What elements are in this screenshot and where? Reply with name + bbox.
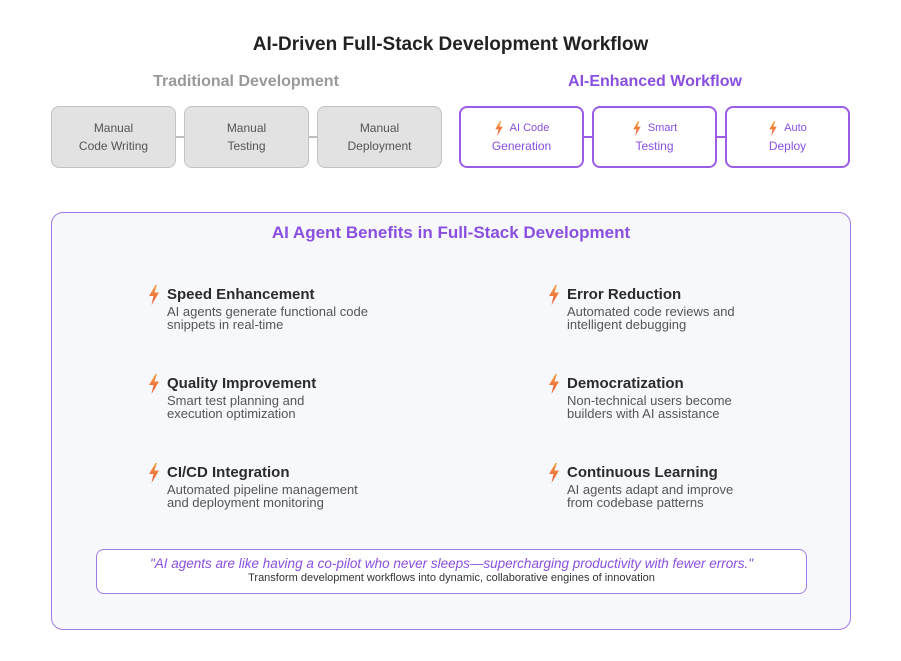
benefit-desc-line: Smart test planning and	[167, 393, 305, 408]
step-line2: Generation	[491, 139, 552, 153]
benefit-desc-line: snippets in real-time	[167, 317, 284, 332]
step-line1: Auto	[784, 122, 807, 134]
lightning-bolt-icon	[548, 285, 560, 305]
lightning-bolt-icon	[148, 285, 160, 305]
benefit-title: Continuous Learning	[567, 464, 718, 481]
benefit-title: Speed Enhancement	[167, 286, 315, 303]
benefit-desc-line: execution optimization	[167, 406, 296, 421]
benefits-heading: AI Agent Benefits in Full-Stack Developm…	[271, 223, 631, 242]
lightning-bolt-icon	[148, 463, 160, 483]
benefit-description: Automated pipeline management and deploy…	[167, 483, 427, 509]
ai-workflow-connector	[584, 136, 594, 138]
benefit-description: Non-technical users become builders with…	[567, 394, 827, 420]
step-line2: Deploy	[768, 139, 807, 153]
step-line1: Manual	[93, 121, 134, 135]
benefit-title: Quality Improvement	[167, 375, 317, 392]
benefit-desc-line: builders with AI assistance	[567, 406, 720, 421]
lightning-bolt-icon	[768, 121, 778, 136]
traditional-step-code-writing: Manual Code Writing	[51, 106, 176, 168]
traditional-step-testing: Manual Testing	[184, 106, 309, 168]
quote-subtitle: Transform development workflows into dyn…	[248, 572, 655, 584]
ai-workflow-heading: AI-Enhanced Workflow	[568, 73, 742, 90]
ai-workflow-connector	[717, 136, 727, 138]
benefit-description: AI agents adapt and improve from codebas…	[567, 483, 827, 509]
lightning-bolt-icon	[494, 121, 504, 136]
benefit-description: AI agents generate functional code snipp…	[167, 305, 427, 331]
page-title: AI-Driven Full-Stack Development Workflo…	[252, 34, 649, 55]
step-line1: Manual	[226, 121, 267, 135]
ai-step-code-generation: AI Code Generation	[459, 106, 584, 168]
benefit-desc-line: AI agents generate functional code	[167, 304, 368, 319]
traditional-connector	[308, 136, 318, 138]
benefit-description: Automated code reviews and intelligent d…	[567, 305, 827, 331]
step-line2: Testing	[635, 139, 674, 153]
step-line1: AI Code	[509, 122, 550, 134]
benefit-desc-line: Automated code reviews and	[567, 304, 735, 319]
step-line1: Smart	[647, 122, 678, 134]
ai-step-smart-testing: Smart Testing	[592, 106, 717, 168]
benefit-title: Democratization	[567, 375, 684, 392]
step-line2: Testing	[227, 139, 266, 153]
lightning-bolt-icon	[148, 374, 160, 394]
benefit-desc-line: from codebase patterns	[567, 495, 704, 510]
ai-step-auto-deploy: Auto Deploy	[725, 106, 850, 168]
traditional-connector	[175, 136, 185, 138]
step-line2: Deployment	[347, 139, 412, 153]
step-line1: Manual	[359, 121, 400, 135]
lightning-bolt-icon	[632, 121, 642, 136]
benefit-description: Smart test planning and execution optimi…	[167, 394, 427, 420]
traditional-step-deployment: Manual Deployment	[317, 106, 442, 168]
quote-text: "AI agents are like having a co-pilot wh…	[149, 556, 754, 571]
benefit-desc-line: and deployment monitoring	[167, 495, 324, 510]
benefit-title: Error Reduction	[567, 286, 682, 303]
benefit-desc-line: Automated pipeline management	[167, 482, 358, 497]
benefit-desc-line: intelligent debugging	[567, 317, 687, 332]
benefit-title: CI/CD Integration	[167, 464, 290, 481]
traditional-heading: Traditional Development	[153, 73, 339, 90]
lightning-bolt-icon	[548, 374, 560, 394]
benefit-desc-line: AI agents adapt and improve	[567, 482, 734, 497]
quote-box: "AI agents are like having a co-pilot wh…	[96, 549, 807, 594]
step-line2: Code Writing	[78, 139, 149, 153]
benefit-desc-line: Non-technical users become	[567, 393, 732, 408]
lightning-bolt-icon	[548, 463, 560, 483]
